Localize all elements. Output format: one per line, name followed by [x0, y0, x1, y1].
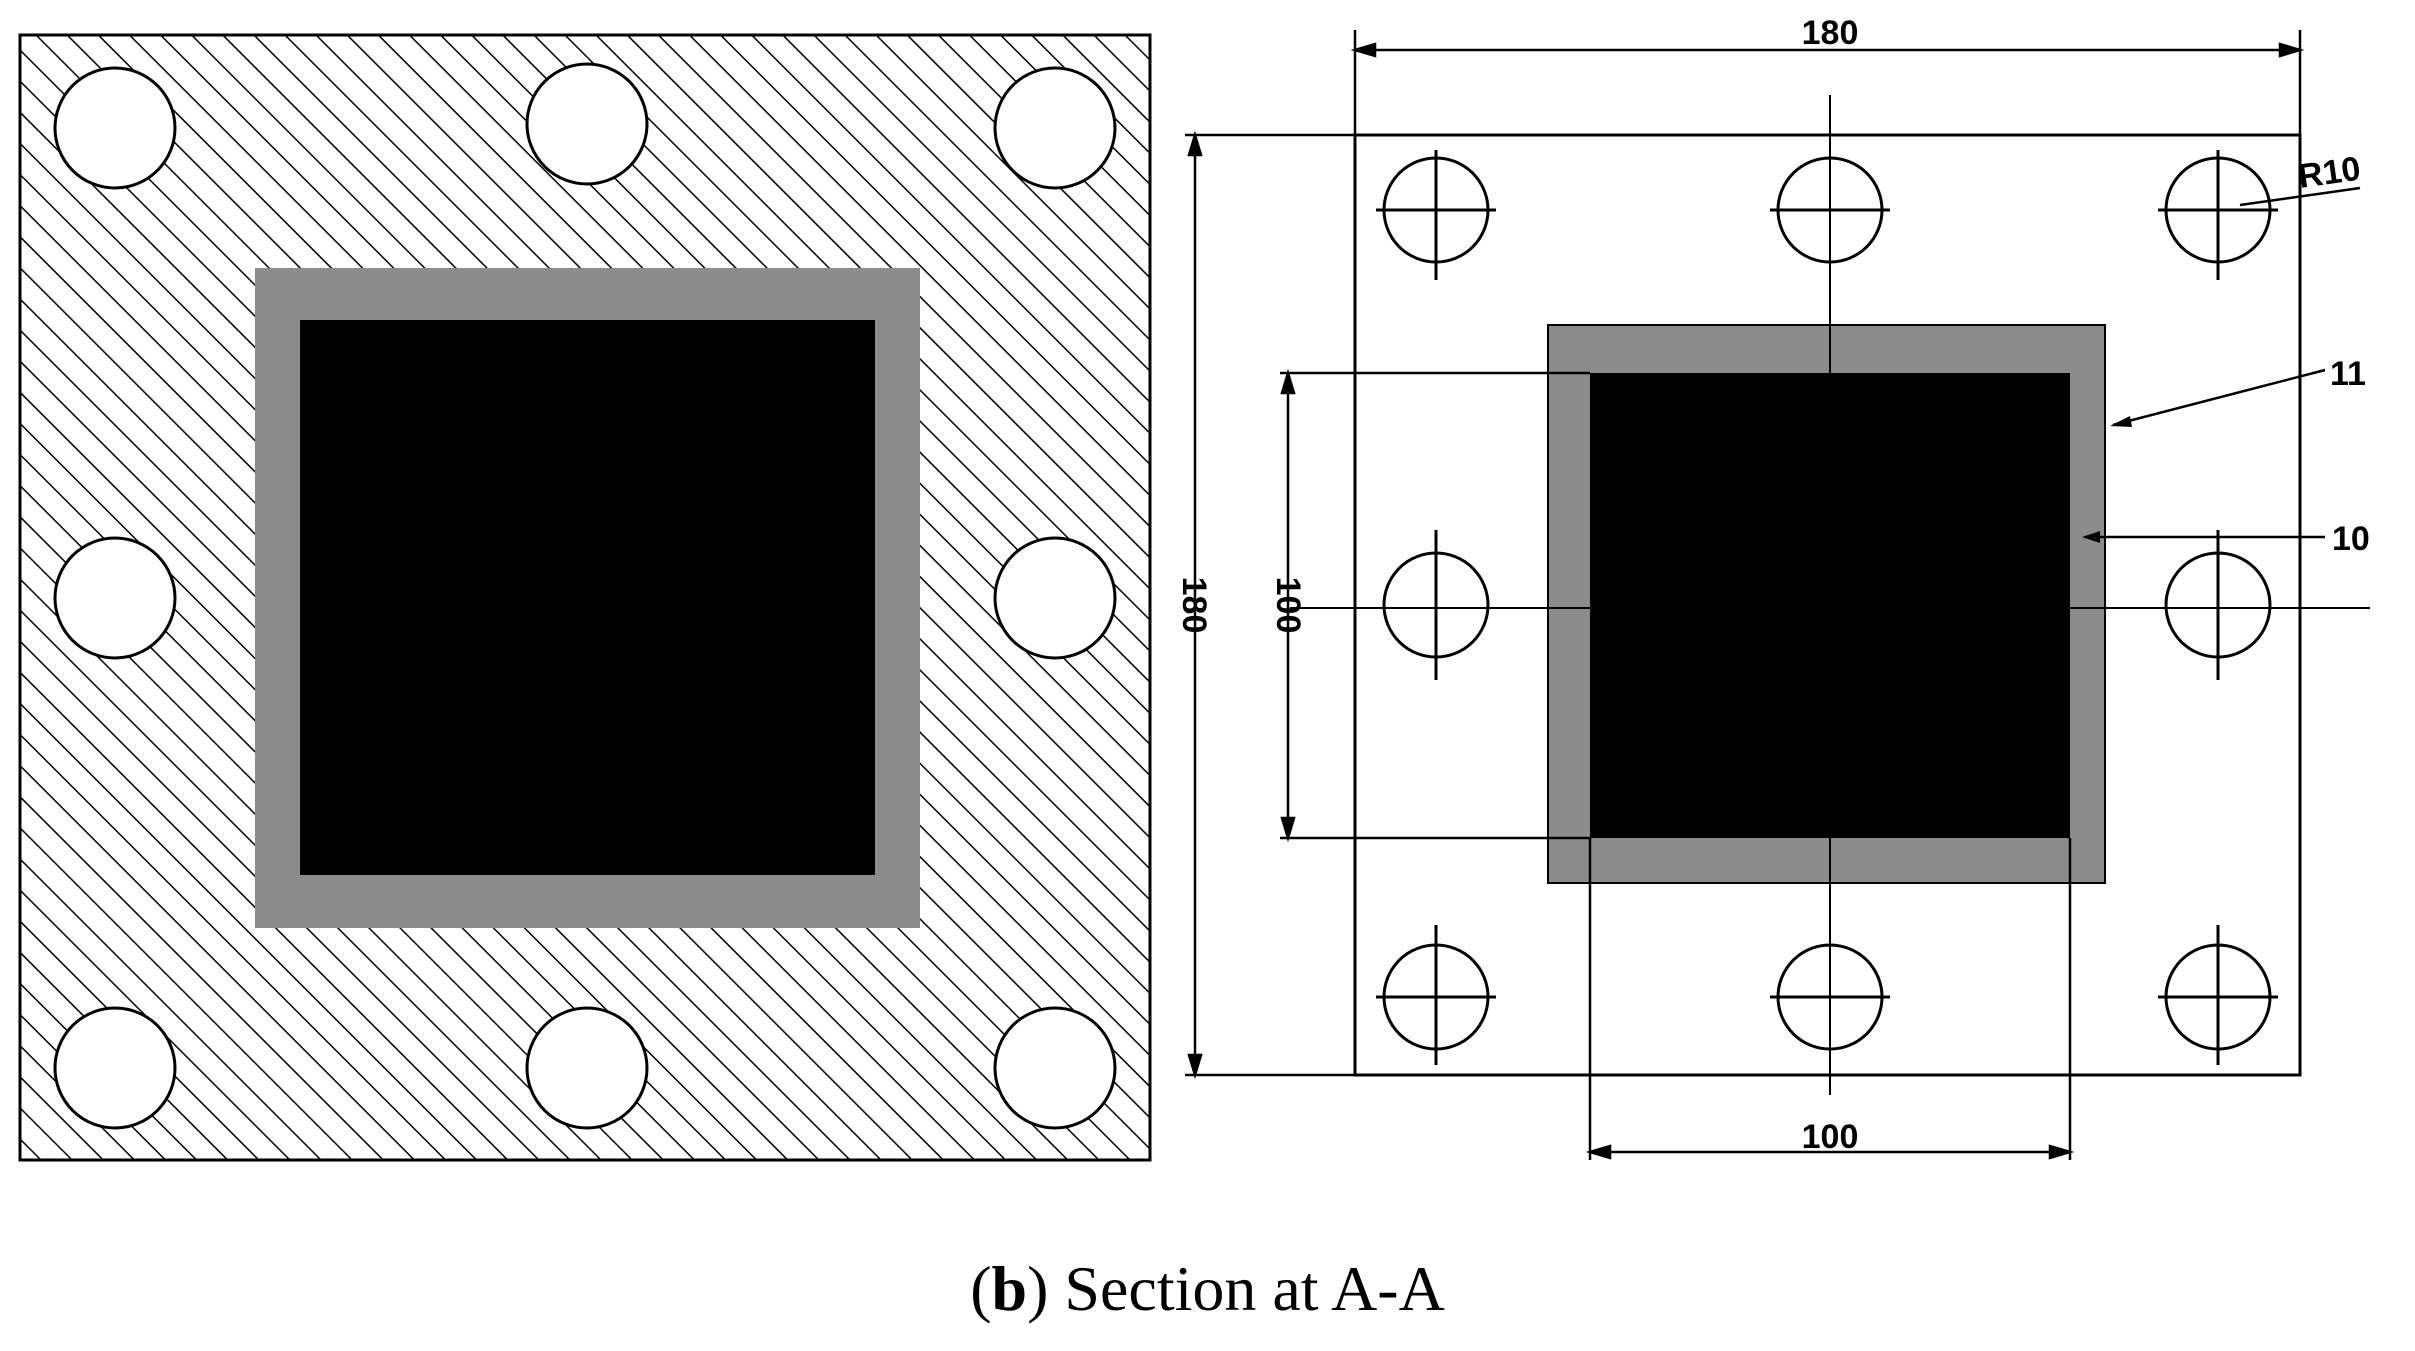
bolt-hole	[2158, 150, 2278, 280]
outer-tube-leader	[2112, 368, 2326, 427]
bolt-hole	[525, 62, 649, 186]
bolt-hole	[53, 66, 177, 190]
bottom-dimension	[1585, 838, 2075, 1160]
bolt-hole	[525, 1006, 649, 1130]
inner-tube-label: 10	[2332, 520, 2370, 558]
bolt-hole	[53, 1006, 177, 1130]
inner-height-label: 100	[1269, 577, 1307, 634]
inner-height-dimension	[1280, 368, 1590, 843]
top-dimension	[1350, 30, 2305, 135]
top-dimension-label: 180	[1802, 14, 1859, 52]
radius-leader	[2239, 186, 2361, 207]
bottom-dimension-label: 100	[1802, 1118, 1859, 1156]
bolt-holes-left	[53, 62, 1117, 1130]
bolt-hole	[993, 66, 1117, 190]
left-dimension-label: 180	[1175, 577, 1213, 634]
bolt-holes-right	[1376, 150, 2278, 1065]
hatched-section-view	[18, 33, 1152, 1162]
dimensioned-drawing: 180 180 100 100 R10	[1175, 14, 2370, 1160]
radius-label: R10	[2296, 150, 2363, 196]
bolt-hole	[1376, 150, 1496, 280]
bolt-hole	[1770, 943, 1890, 1051]
outer-tube-label: 11	[2330, 355, 2366, 393]
figure-caption: (b) Section at A-A	[970, 1253, 1445, 1324]
bolt-hole	[1382, 530, 1490, 680]
bolt-hole	[1770, 156, 1890, 264]
bolt-hole	[1376, 925, 1496, 1065]
bolt-hole	[993, 536, 1117, 660]
bolt-hole	[2164, 530, 2272, 680]
plate-outline	[1353, 133, 2302, 1077]
bolt-hole	[53, 536, 177, 660]
inner-core	[300, 320, 875, 875]
left-dimension	[1185, 130, 1355, 1080]
bolt-hole	[2158, 925, 2278, 1065]
caption-text: Section at A-A	[1064, 1253, 1445, 1324]
bolt-hole	[993, 1006, 1117, 1130]
caption-label: b	[991, 1253, 1028, 1324]
